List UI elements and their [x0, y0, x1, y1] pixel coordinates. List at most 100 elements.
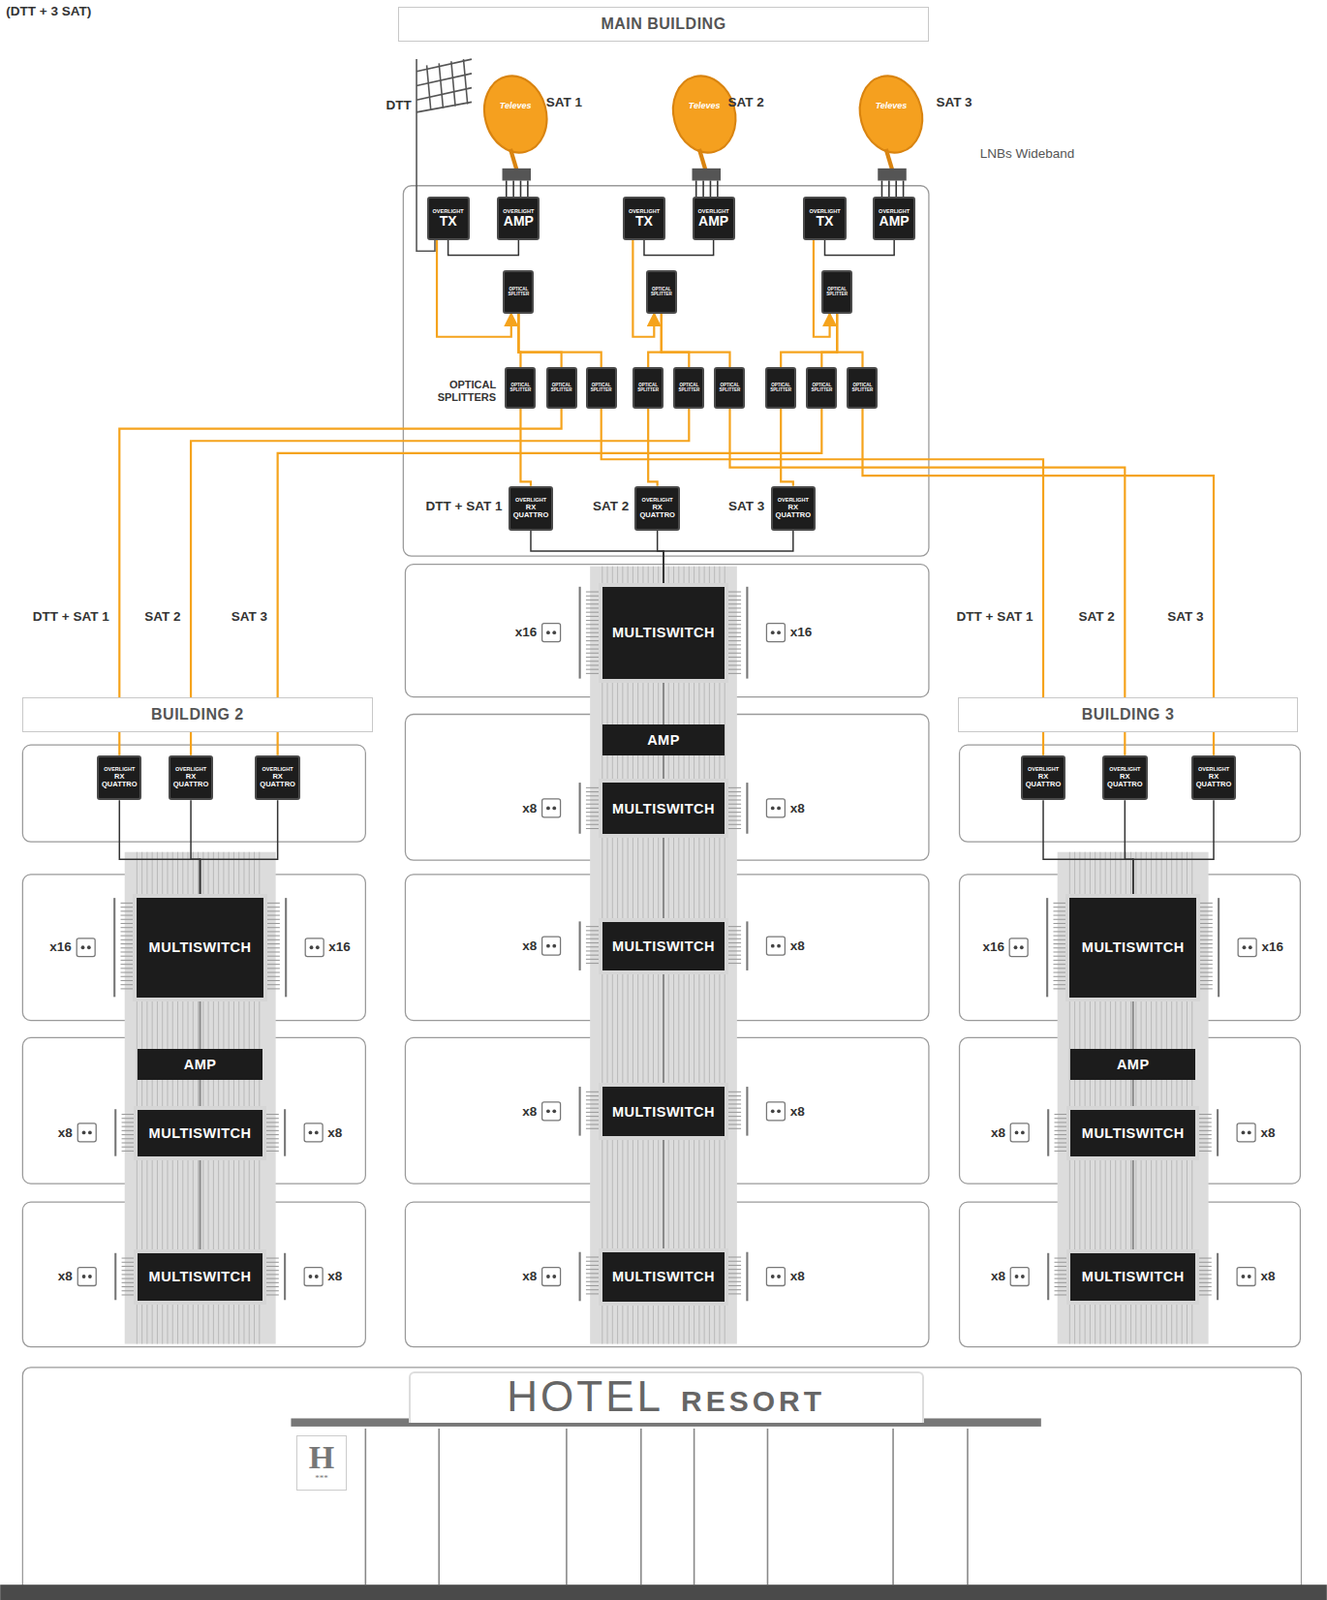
socket-hole	[776, 630, 781, 635]
pin	[724, 1293, 741, 1295]
trunk-cable	[662, 1136, 665, 1253]
socket-frame	[305, 938, 324, 957]
pin	[586, 636, 603, 638]
facade-line	[767, 1428, 770, 1585]
optical-splitter: OPTICAL SPLITTER	[805, 367, 837, 408]
pin	[1052, 959, 1070, 961]
pin	[1195, 1138, 1212, 1140]
device-label: OVERLIGHT	[432, 208, 464, 216]
receiver-label: OVERLIGHT	[515, 496, 547, 504]
pin	[263, 956, 280, 957]
pin	[122, 1126, 139, 1128]
socket-frame	[766, 936, 785, 956]
pin	[724, 1281, 741, 1283]
satellite-dish	[851, 68, 931, 160]
multiswitch-label: MULTISWITCH	[612, 801, 715, 817]
socket-hole	[776, 806, 781, 811]
pin	[586, 1285, 603, 1287]
pin	[724, 644, 741, 646]
pin	[586, 603, 603, 605]
socket-hole	[771, 1109, 775, 1113]
pin	[586, 664, 603, 666]
pin	[1054, 1282, 1072, 1284]
pin	[122, 1121, 139, 1123]
socket-icon	[542, 1102, 561, 1121]
socket-frame	[76, 938, 95, 957]
outlet-count: x8	[1261, 1125, 1276, 1142]
pin	[1196, 987, 1213, 989]
pin	[1052, 910, 1070, 912]
multiswitch-label: MULTISWITCH	[149, 939, 252, 956]
socket-hole	[1015, 1274, 1019, 1279]
pin	[724, 799, 741, 801]
socket-icon	[542, 936, 561, 956]
pin	[724, 934, 741, 936]
receiver-label: RX QUATTRO	[512, 503, 550, 521]
fiber-link	[520, 408, 531, 487]
pin	[1054, 1294, 1072, 1296]
socket-frame	[766, 1102, 785, 1121]
pin	[724, 673, 741, 675]
multiswitch: MULTISWITCH	[1070, 1110, 1196, 1157]
socket-frame	[542, 936, 561, 956]
pin	[1195, 1121, 1212, 1123]
receiver-label: OVERLIGHT	[1027, 766, 1059, 773]
pin	[262, 1290, 279, 1292]
pin	[262, 1138, 279, 1140]
socket-hole	[552, 630, 556, 635]
coax-cable	[119, 800, 200, 898]
outlet-count: x8	[990, 1125, 1006, 1142]
facade-line	[640, 1428, 643, 1585]
pin	[724, 807, 741, 809]
pin	[724, 1256, 741, 1258]
pin	[586, 595, 603, 597]
socket-hole	[309, 945, 314, 950]
fiber-label: DTT + SAT 1	[32, 609, 110, 625]
device-label: AMP	[879, 214, 910, 229]
pin	[586, 962, 603, 964]
socket-hole	[1015, 1131, 1019, 1136]
receiver-label: RX QUATTRO	[639, 503, 677, 521]
pin	[1195, 1150, 1212, 1152]
multiswitch: MULTISWITCH	[137, 1110, 263, 1157]
pin	[121, 906, 138, 908]
outlet-count: x8	[522, 1268, 537, 1285]
outlet-count: x16	[982, 939, 1005, 956]
pin	[586, 652, 603, 654]
pin	[586, 1289, 603, 1291]
lnb	[692, 168, 722, 182]
pin	[122, 1269, 139, 1271]
splitter-label: OPTICAL SPLITTER	[649, 286, 674, 297]
amplifier-label: AMP	[647, 732, 680, 748]
pin	[1195, 1117, 1212, 1119]
pin	[121, 915, 138, 917]
optical-device: OVERLIGHTAMP	[692, 196, 736, 240]
socket-hole	[1247, 1131, 1252, 1136]
pin	[586, 799, 603, 801]
multiswitch: MULTISWITCH	[602, 586, 725, 679]
fiber-label: SAT 2	[144, 609, 181, 625]
pin	[121, 951, 138, 953]
pin	[586, 1108, 603, 1110]
pin	[586, 1119, 603, 1121]
optical-splitter: OPTICAL SPLITTER	[646, 270, 678, 313]
pin	[1052, 956, 1070, 957]
pin	[1195, 1265, 1212, 1267]
device-label: OVERLIGHT	[808, 208, 840, 216]
pin	[586, 1268, 603, 1270]
socket-hole	[88, 1131, 93, 1136]
hotel-badge: H***	[296, 1435, 348, 1491]
socket-icon	[766, 1267, 785, 1287]
socket-hole	[87, 945, 92, 950]
pin	[121, 959, 138, 961]
socket-icon	[1009, 938, 1028, 957]
optical-device: OVERLIGHTTX	[802, 196, 846, 240]
fiber-link	[821, 313, 837, 369]
outlet-pins	[542, 586, 786, 679]
cable-bundle-ground	[589, 566, 738, 1345]
bracket	[113, 897, 116, 997]
optical-receiver: OVERLIGHTRX QUATTRO	[168, 755, 214, 801]
satellite-label: SAT 2	[727, 94, 764, 111]
diagram-subtitle: (DTT + 3 SAT)	[5, 3, 92, 20]
pin	[121, 980, 138, 982]
